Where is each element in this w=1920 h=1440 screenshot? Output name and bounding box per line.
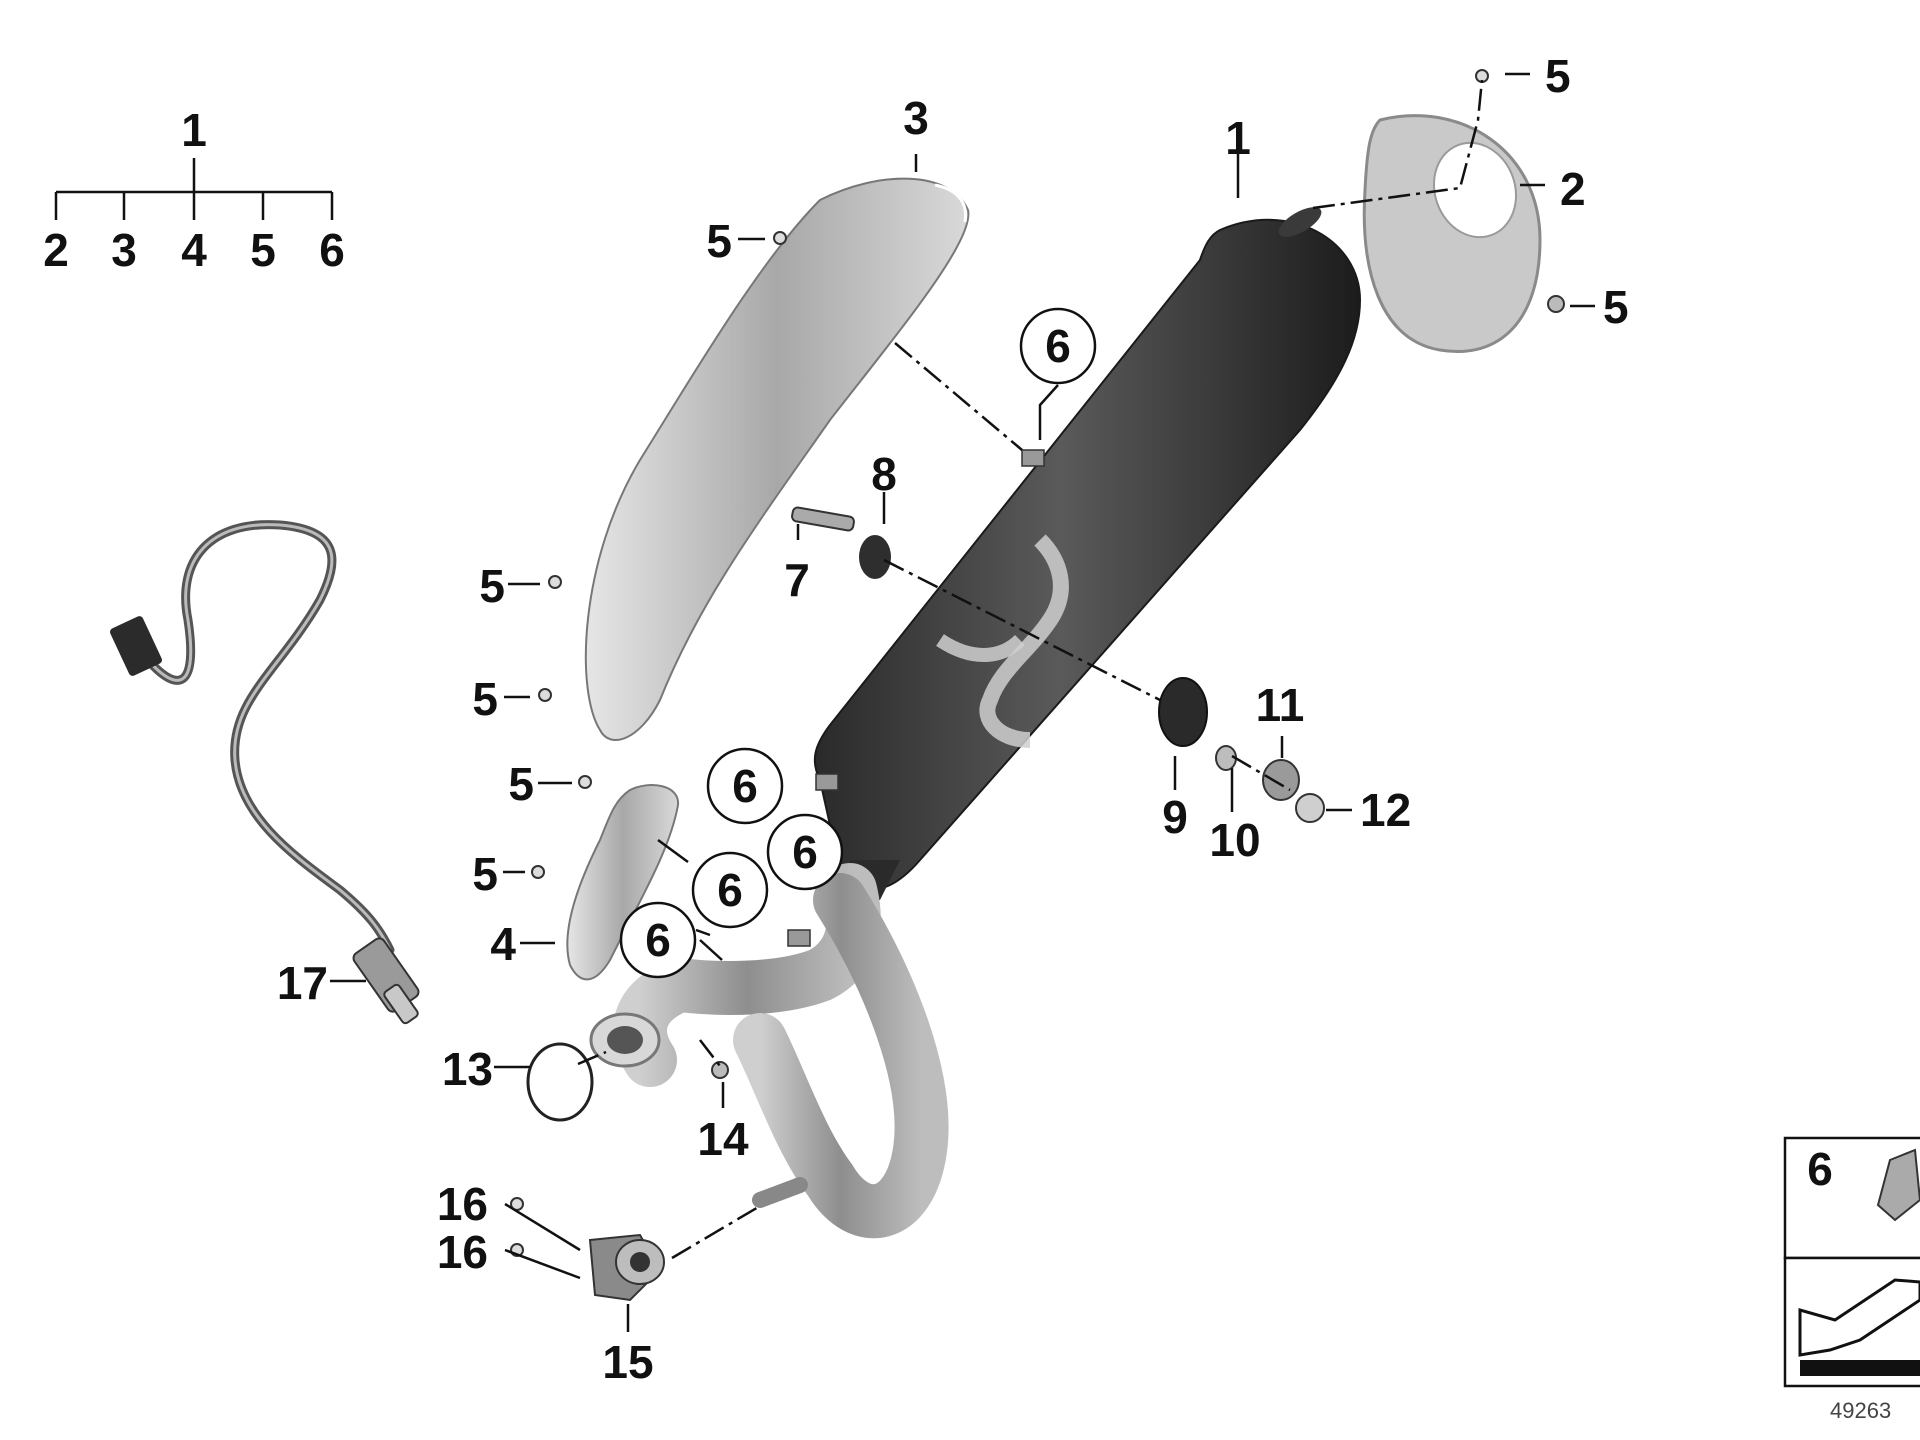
tree-child-label: 5 xyxy=(250,224,276,276)
callout-label: 14 xyxy=(697,1113,749,1165)
oxygen-sensor xyxy=(110,520,420,1025)
muffler xyxy=(813,207,1362,900)
callout-label: 12 xyxy=(1360,784,1411,836)
upper-heat-shield xyxy=(584,177,970,741)
small-fasteners xyxy=(510,69,1565,1257)
lower-heat-shield xyxy=(566,784,680,981)
tree-child-label: 6 xyxy=(319,224,345,276)
tree-child-label: 2 xyxy=(43,224,69,276)
seal-ring xyxy=(526,1042,594,1122)
callout-label: 6 xyxy=(645,914,671,966)
callout-label: 6 xyxy=(1045,320,1071,372)
callout-label: 3 xyxy=(903,92,929,144)
callout-label: 15 xyxy=(602,1336,653,1388)
callout-label: 6 xyxy=(717,864,743,916)
callout-label: 7 xyxy=(784,554,810,606)
mounting-hardware xyxy=(791,506,1325,823)
reference-number: 49263 xyxy=(1830,1398,1891,1423)
legend-number: 6 xyxy=(1807,1143,1833,1195)
tree-child-label: 4 xyxy=(181,224,207,276)
callout-label: 8 xyxy=(871,448,897,500)
exhaust-pipe xyxy=(589,863,949,1239)
callout-label: 5 xyxy=(508,758,534,810)
callout-label: 2 xyxy=(1560,163,1586,215)
callout-label: 13 xyxy=(442,1043,493,1095)
callout-labels: 3 1 5 2 5 5 6 8 7 5 5 11 6 6 6 6 5 5 9 1… xyxy=(277,50,1629,1388)
callout-label: 5 xyxy=(706,215,732,267)
sensor-bracket xyxy=(588,1233,665,1302)
callout-label: 5 xyxy=(472,673,498,725)
callout-label: 5 xyxy=(1545,50,1571,102)
callout-label: 5 xyxy=(472,848,498,900)
callout-label: 6 xyxy=(792,826,818,878)
callout-label: 9 xyxy=(1162,791,1188,843)
tree-root-label: 1 xyxy=(181,104,207,156)
callout-label: 5 xyxy=(479,560,505,612)
legend-box: 6 49263 xyxy=(1783,1136,1920,1423)
callout-label: 4 xyxy=(490,918,516,970)
callout-label: 10 xyxy=(1209,814,1260,866)
callout-circles xyxy=(619,307,1097,979)
callout-label: 1 xyxy=(1225,112,1251,164)
assembly-tree: 1 2 3 4 5 6 xyxy=(43,104,345,276)
tree-child-label: 3 xyxy=(111,224,137,276)
callout-label: 6 xyxy=(732,760,758,812)
leader-lines xyxy=(330,72,1595,1332)
callout-label: 16 xyxy=(437,1178,488,1230)
end-cap xyxy=(1362,114,1542,353)
callout-label: 5 xyxy=(1603,281,1629,333)
callout-label: 16 xyxy=(437,1226,488,1278)
callout-label: 17 xyxy=(277,957,328,1009)
callout-label: 11 xyxy=(1256,679,1305,731)
